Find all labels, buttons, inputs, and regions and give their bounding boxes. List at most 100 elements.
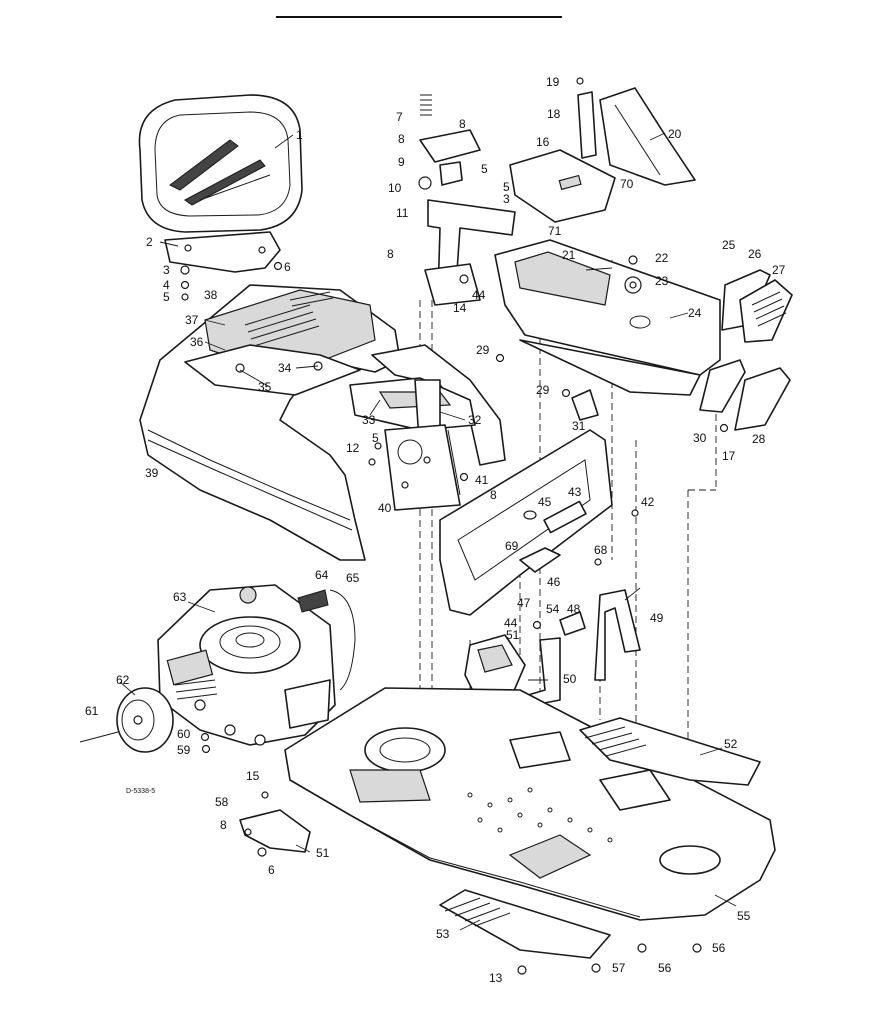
callout-5b: 5 [481,162,488,176]
callout-5c: 5 [372,431,379,445]
pulley [79,687,174,753]
callout-12: 12 [346,441,360,455]
callout-46: 46 [547,575,561,589]
callout-30: 30 [693,431,707,445]
callout-26: 26 [748,247,762,261]
callout-18: 18 [547,107,561,121]
mounting-plate [384,424,461,511]
callout-16: 16 [536,135,550,149]
callout-55: 55 [737,909,751,923]
callout-41: 41 [475,473,489,487]
callout-53: 53 [436,927,450,941]
callout-48: 48 [567,602,581,616]
callout-61: 61 [85,704,99,718]
lower-pedal-bracket [239,791,311,857]
dash-frame [439,429,613,616]
callout-3b: 3 [503,192,510,206]
callout-7: 7 [396,110,403,124]
callout-65: 65 [346,571,360,585]
callout-58: 58 [215,795,229,809]
callout-8d: 8 [490,488,497,502]
callout-70: 70 [620,177,634,191]
callout-35: 35 [258,380,272,394]
callout-10: 10 [388,181,402,195]
dash-tower [494,239,721,396]
callout-60: 60 [177,727,191,741]
dash-panel [184,289,376,396]
column-bracket [418,94,516,306]
callout-51a: 51 [506,628,520,642]
callout-8b: 8 [459,117,466,131]
callout-56b: 56 [712,941,726,955]
battery-strap [577,91,597,159]
callout-11: 11 [396,206,409,220]
callout-51b: 51 [316,846,330,860]
callout-29b: 29 [536,383,550,397]
callout-5d: 5 [503,180,510,194]
callout-8c: 8 [387,247,394,261]
callout-56a: 56 [658,961,672,975]
callout-50: 50 [563,672,577,686]
callout-49: 49 [650,611,664,625]
callout-43: 43 [568,485,582,499]
foot-rest-left [439,889,611,959]
callout-45: 45 [538,495,552,509]
callout-31: 31 [572,419,586,433]
callout-42: 42 [641,495,655,509]
callout-40: 40 [378,501,392,515]
callout-21: 21 [562,248,576,262]
callout-54: 54 [546,602,560,616]
callout-17: 17 [722,449,736,463]
callout-23: 23 [655,274,669,288]
foot-rest-right [579,717,761,786]
callout-6a: 6 [284,260,291,274]
callout-3a: 3 [163,263,170,277]
switch-bracket [571,389,599,421]
callout-20: 20 [668,127,682,141]
lower-brackets [517,547,641,709]
fuel-hose [297,589,356,691]
seat-hardware [180,261,283,301]
steering-support [349,377,476,456]
callout-44b: 44 [504,616,518,630]
callout-28: 28 [752,432,766,446]
callout-38: 38 [204,288,218,302]
callout-57: 57 [612,961,626,975]
callout-13: 13 [489,971,503,985]
callout-1: 1 [296,128,303,142]
callout-44a: 44 [472,288,486,302]
callout-34: 34 [278,361,292,375]
leader-lines [119,132,737,931]
callout-15: 15 [246,769,260,783]
callout-27: 27 [772,263,786,277]
callout-39: 39 [145,466,159,480]
callout-29a: 29 [476,343,490,357]
drawing-code: D-5338-5 [126,788,155,795]
callout-8e: 8 [220,818,227,832]
callout-69: 69 [505,539,519,553]
callout-62: 62 [116,673,130,687]
callout-36: 36 [190,335,204,349]
callout-22: 22 [655,251,669,265]
callout-52: 52 [724,737,738,751]
callout-8a: 8 [398,132,405,146]
engine [157,584,336,746]
callout-59: 59 [177,743,191,757]
callout-2: 2 [146,235,153,249]
callout-63: 63 [173,590,187,604]
callout-4: 4 [163,278,170,292]
callout-6b: 6 [268,863,275,877]
callout-9: 9 [398,155,405,169]
callout-71: 71 [548,224,562,238]
callout-47: 47 [517,596,531,610]
callout-37: 37 [185,313,199,327]
callout-68: 68 [594,543,608,557]
seat-bracket [164,231,281,273]
headlight-assembly [699,269,793,431]
callout-labels: 1 2 3 4 5 6 7 8 8 9 10 5 11 8 12 5 13 14… [85,75,786,985]
callout-64: 64 [315,568,329,582]
callout-19: 19 [546,75,560,89]
callout-25: 25 [722,238,736,252]
callout-24: 24 [688,306,702,320]
callout-33: 33 [362,413,376,427]
